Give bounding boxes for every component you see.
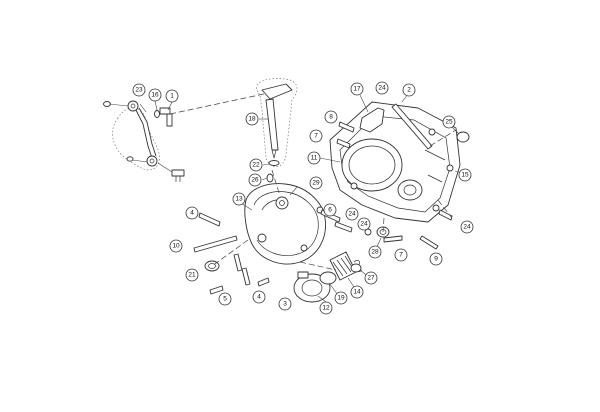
callout-c13: 13 (232, 192, 246, 206)
callout-c14: 14 (350, 285, 364, 299)
callout-c2: 2 (402, 83, 416, 97)
callout-label: 13 (235, 196, 243, 203)
callout-label: 22 (252, 162, 260, 169)
callout-label: 11 (311, 155, 318, 162)
oil-line-assembly (103, 100, 185, 182)
callout-label: 8 (329, 114, 333, 121)
callout-c12: 12 (319, 301, 333, 315)
callout-c24d: 24 (460, 220, 474, 234)
callout-c29: 29 (309, 176, 323, 190)
callout-c7a: 7 (309, 129, 323, 143)
callout-c25: 25 (442, 115, 456, 129)
callout-c24c: 24 (357, 217, 371, 231)
alignment-lines (169, 93, 457, 271)
callout-label: 7 (399, 252, 403, 259)
callout-c27: 27 (364, 271, 378, 285)
callout-label: 3 (283, 301, 287, 308)
callout-label: 17 (353, 86, 361, 93)
callout-c5: 5 (218, 292, 232, 306)
callout-label: 1 (170, 93, 174, 100)
callout-label: 24 (360, 221, 368, 228)
callout-c22: 22 (249, 158, 263, 172)
callout-label: 26 (251, 177, 259, 184)
callout-label: 27 (367, 275, 375, 282)
callout-c8: 8 (324, 110, 338, 124)
callout-c23: 23 (132, 83, 146, 97)
callout-c1: 1 (165, 89, 179, 103)
callout-label: 4 (257, 294, 261, 301)
callout-label: 14 (353, 289, 361, 296)
callout-label: 12 (322, 305, 330, 312)
callout-c4a: 4 (185, 206, 199, 220)
oil-pipe-assembly (256, 78, 298, 183)
callout-c24b: 24 (345, 207, 359, 221)
callout-c3: 3 (278, 297, 292, 311)
callout-label: 24 (348, 211, 356, 218)
callout-label: 9 (434, 256, 438, 263)
clutch-cover (204, 183, 326, 272)
callout-label: 7 (314, 133, 318, 140)
callout-label: 24 (378, 85, 386, 92)
callout-label: 21 (188, 272, 196, 279)
callout-label: 5 (223, 296, 227, 303)
callout-c6: 6 (323, 203, 337, 217)
callout-c4b: 4 (252, 290, 266, 304)
callout-label: 28 (371, 249, 379, 256)
callout-label: 19 (337, 295, 345, 302)
callout-c19: 19 (334, 291, 348, 305)
callout-c21: 21 (185, 268, 199, 282)
bracket (359, 94, 385, 133)
callout-label: 25 (445, 119, 453, 126)
callout-c28: 28 (368, 245, 382, 259)
callout-label: 24 (463, 224, 471, 231)
callout-label: 29 (312, 180, 320, 187)
callout-c9: 9 (429, 252, 443, 266)
callout-c16: 16 (148, 88, 162, 102)
callout-label: 10 (172, 243, 180, 250)
callout-label: 6 (328, 207, 332, 214)
callout-label: 15 (461, 172, 469, 179)
callout-label: 16 (151, 92, 159, 99)
callout-label: 4 (190, 210, 194, 217)
crankcase-cover (319, 101, 463, 223)
oil-filter-group (293, 251, 371, 303)
callout-c15: 15 (458, 168, 472, 182)
callout-c11: 11 (307, 151, 321, 165)
callout-c18: 18 (245, 112, 259, 126)
callout-label: 23 (135, 87, 143, 94)
callout-c24a: 24 (375, 81, 389, 95)
callout-c10: 10 (169, 239, 183, 253)
callout-c7b: 7 (394, 248, 408, 262)
callout-label: 2 (407, 87, 411, 94)
callout-c17: 17 (350, 82, 364, 96)
callout-c26: 26 (248, 173, 262, 187)
callout-label: 18 (248, 116, 256, 123)
